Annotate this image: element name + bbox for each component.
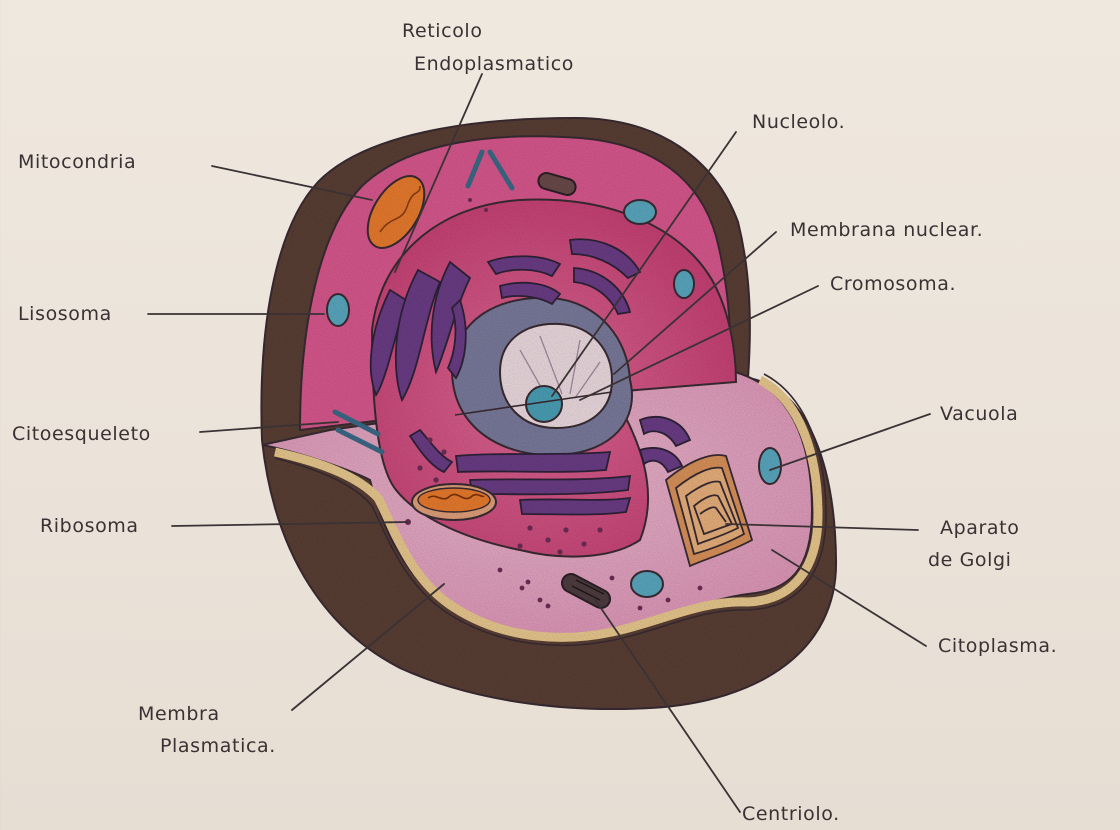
label-cromosoma: Cromosoma. [830,273,956,295]
lysosome [327,294,349,326]
label-citoplasma: Citoplasma. [938,635,1057,657]
label-aparato-line2: de Golgi [928,549,1012,571]
mitochondrion-lower [412,484,496,520]
vesicle-2 [674,270,694,298]
label-membrana-plasmatica-line2: Plasmatica. [160,735,276,757]
vacuole [759,448,781,484]
label-membrana-plasmatica-line1: Membra [138,703,220,725]
label-vacuola: Vacuola [940,403,1018,425]
label-nucleolo: Nucleolo. [752,111,845,133]
label-centriolo: Centriolo. [742,803,840,825]
label-ribosoma: Ribosoma [40,515,139,537]
vesicle-3 [631,571,663,597]
label-citoesqueleto: Citoesqueleto [12,423,151,445]
vesicle-1 [624,200,656,224]
label-membrana-nuclear: Membrana nuclear. [790,219,983,241]
cell-body [261,118,836,709]
label-reticulo-line2: Endoplasmatico [414,53,574,75]
label-aparato-line1: Aparato [940,517,1019,539]
label-lisosoma: Lisosoma [18,303,112,325]
label-mitocondria: Mitocondria [18,151,136,173]
label-reticulo-line1: Reticolo [402,20,483,42]
